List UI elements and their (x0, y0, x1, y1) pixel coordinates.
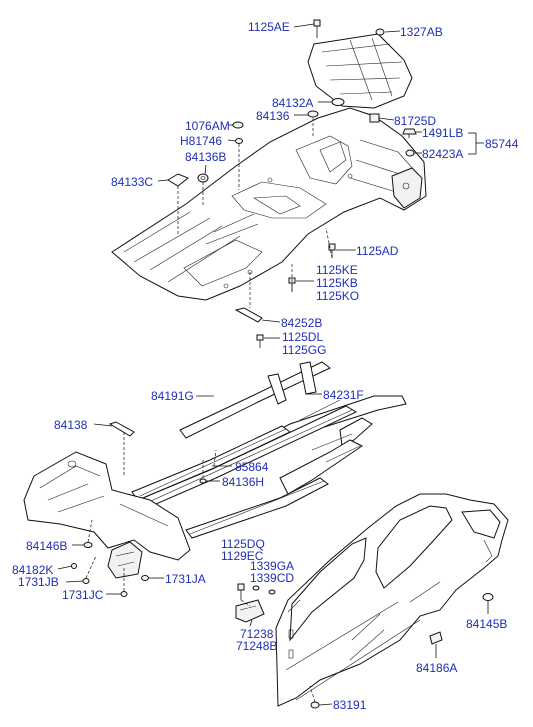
plug-82423a (405, 149, 415, 157)
plug-84136 (307, 110, 319, 118)
label-1731ja: 1731JA (165, 572, 206, 586)
label-1125dl: 1125DL (282, 330, 323, 344)
plug-84145b (482, 593, 494, 601)
bracket-81725d (369, 113, 380, 123)
label-1125ae: 1125AE (248, 20, 290, 34)
plug-h81746 (235, 138, 243, 144)
plug-84182k (71, 563, 77, 569)
floor-pan-assembly (111, 107, 427, 301)
front-apron (23, 451, 191, 579)
label-71248b: 71248B (236, 639, 277, 653)
plug-84146b (83, 542, 93, 548)
bar-84252b (234, 307, 263, 323)
label-1731jc: 1731JC (62, 588, 104, 602)
label-1491lb: 1491LB (422, 126, 463, 140)
label-83191: 83191 (333, 698, 367, 712)
label-84133c: 84133C (111, 175, 153, 189)
rear-shelf-panel (307, 33, 413, 109)
label-84231f: 84231F (323, 388, 364, 402)
plug-1731ja (141, 575, 149, 581)
label-h81746: H81746 (180, 134, 222, 148)
label-1731jb: 1731JB (18, 575, 59, 589)
fasteners-1125dq (237, 583, 276, 600)
label-84136h: 84136H (222, 475, 264, 489)
plug-84132a (331, 98, 345, 106)
label-85864: 85864 (235, 460, 269, 474)
label-84136b: 84136B (185, 150, 226, 164)
fastener-1125ae (313, 19, 321, 38)
plug-1327ab (375, 28, 385, 36)
grommet-84136b (197, 173, 209, 183)
plug-84136h (199, 478, 207, 484)
label-82423a: 82423A (422, 147, 463, 161)
plug-83191 (310, 701, 320, 709)
label-84182k: 84182K (12, 563, 53, 577)
label-1339cd: 1339CD (250, 571, 294, 585)
label-84145b: 84145B (466, 617, 507, 631)
label-84138: 84138 (54, 418, 88, 432)
label-1129ec: 1129EC (221, 549, 264, 563)
label-1125kb: 1125KB (316, 276, 358, 290)
label-1125dq: 1125DQ (221, 537, 265, 551)
label-81725d: 81725D (394, 114, 436, 128)
leader-lines (57, 23, 489, 706)
label-1125ko: 1125KO (316, 289, 359, 303)
part-labels: 1125AE 1327AB 84132A 84136 81725D 1076AM… (12, 20, 519, 712)
label-1125gg: 1125GG (282, 343, 326, 357)
label-84136: 84136 (256, 109, 290, 123)
label-1327ab: 1327AB (400, 25, 443, 39)
label-71238: 71238 (240, 627, 274, 641)
label-85744: 85744 (485, 137, 519, 151)
plate-84186a (429, 631, 443, 645)
plug-1731jc (120, 591, 128, 597)
label-1339ga: 1339GA (250, 559, 294, 573)
label-1125ad: 1125AD (356, 244, 399, 258)
label-84186a: 84186A (416, 661, 457, 675)
bolt-1125dl (256, 334, 264, 348)
label-84191g: 84191G (151, 389, 194, 403)
label-84132a: 84132A (272, 96, 313, 110)
label-84252b: 84252B (281, 316, 322, 330)
plug-1731jb (82, 578, 90, 584)
bar-84138 (108, 421, 135, 437)
plug-1076am (232, 121, 244, 129)
frame-assembly (89, 361, 407, 539)
bracket-71238 (235, 599, 265, 623)
label-1076am: 1076AM (185, 119, 230, 133)
label-84146b: 84146B (26, 539, 67, 553)
side-outer-panel (275, 493, 509, 707)
plate-84133c (167, 173, 189, 187)
label-1125ke: 1125KE (316, 263, 358, 277)
clip-1491lb (402, 128, 417, 138)
